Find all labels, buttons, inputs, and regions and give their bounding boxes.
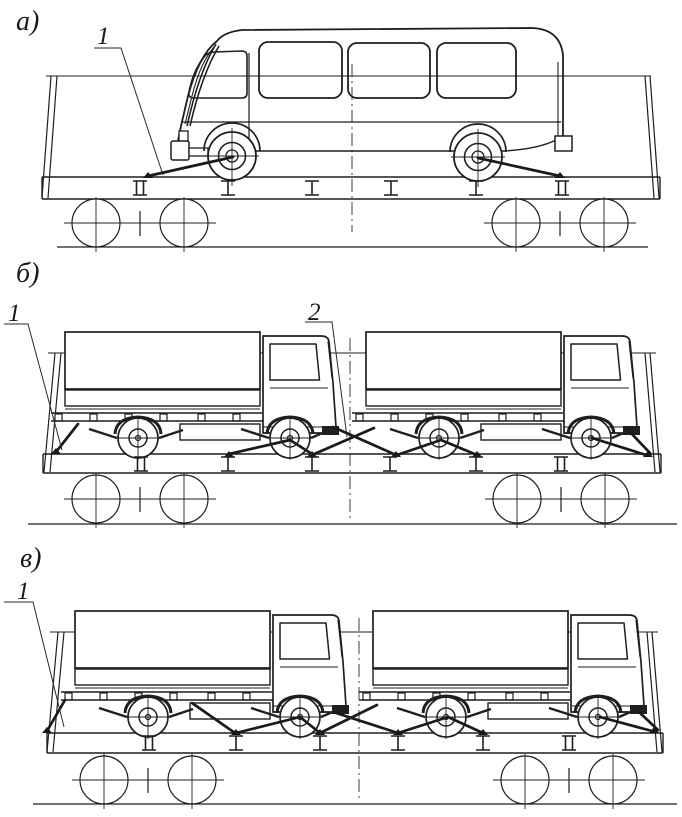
stake-marks-b	[133, 456, 569, 472]
bus-wheel-front	[205, 128, 259, 186]
truck-v-right	[359, 611, 647, 739]
panel-b-label: б)	[16, 258, 39, 289]
callout-v-1: 1	[4, 578, 65, 728]
truck-v-left	[61, 611, 349, 739]
bogie-right-b	[485, 473, 637, 528]
panel-v: в) 1	[4, 543, 677, 809]
panel-b: б) 1 2	[4, 258, 677, 528]
panel-a: а) 1	[16, 6, 661, 252]
stake-marks-a	[132, 180, 570, 196]
bogie-left-b	[64, 473, 216, 528]
minibus	[170, 27, 573, 187]
callout-v-1-number: 1	[17, 578, 30, 605]
bogie-right-v	[493, 754, 645, 809]
bogie-left-v	[72, 754, 224, 809]
tie-downs-v	[42, 698, 660, 735]
tie-downs-b	[51, 422, 653, 457]
side-window-1	[258, 41, 343, 99]
windshield	[188, 50, 248, 99]
callout-b-2: 2	[305, 299, 348, 438]
callout-a-1: 1	[94, 23, 164, 176]
bogie-right-a	[484, 197, 636, 252]
bogie-left-a	[64, 197, 216, 252]
panel-v-label: в)	[20, 543, 41, 574]
side-window-2	[347, 42, 431, 99]
front-bumper	[170, 140, 190, 161]
rear-bumper	[554, 135, 573, 152]
panel-a-label: а)	[16, 6, 39, 37]
callout-a-1-number: 1	[97, 23, 110, 50]
callout-b-1-number: 1	[8, 300, 21, 327]
callout-b-1: 1	[4, 300, 63, 451]
flatcar-a	[41, 75, 661, 252]
side-window-3	[436, 42, 517, 99]
truck-b-left	[51, 332, 339, 460]
callout-b-2-number: 2	[308, 299, 321, 326]
